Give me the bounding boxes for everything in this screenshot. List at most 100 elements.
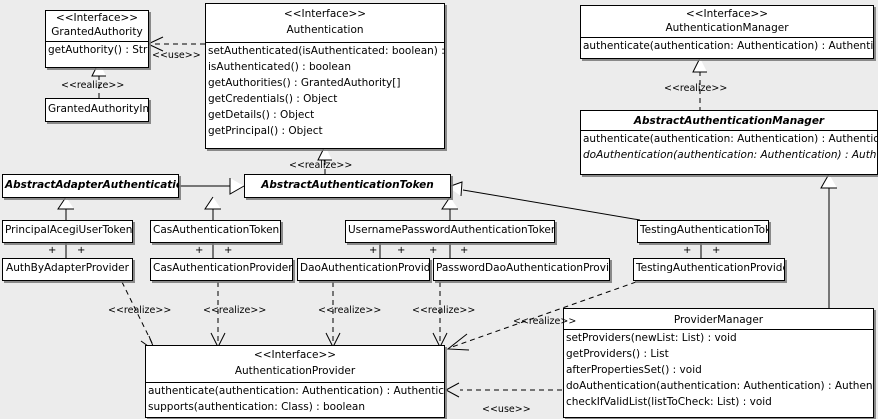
operation: doAuthentication(authentication: Authent…	[566, 380, 874, 392]
class-name: AbstractAuthenticationManager	[633, 115, 825, 127]
association-marker: +	[77, 245, 86, 256]
operation: getCredentials() : Object	[208, 93, 338, 105]
class-header: DaoAuthenticationProvider	[298, 259, 429, 278]
operation: authenticate(authentication: Authenticat…	[583, 133, 878, 145]
stereotype-label: <<Interface>>	[55, 12, 139, 24]
association-marker: +	[195, 245, 204, 256]
edge-label-realize-auth-token: <<realize>>	[289, 160, 353, 171]
edge-label-realize-dao: <<realize>>	[318, 305, 382, 316]
operations-compartment: authenticate(authentication: Authenticat…	[581, 131, 877, 163]
class-name: GrantedAuthority	[51, 26, 143, 38]
stereotype-label: <<Interface>>	[685, 8, 769, 20]
class-header: TestingAuthenticationProvider	[634, 259, 784, 278]
section-divider	[581, 37, 873, 38]
edge-label-realize-cas: <<realize>>	[203, 305, 267, 316]
association-marker: +	[429, 245, 438, 256]
class-header: CasAuthenticationToken	[151, 221, 280, 240]
class-header: CasAuthenticationProvider	[151, 259, 292, 278]
class-auth-by-adapter-provider[interactable]: AuthByAdapterProvider	[2, 258, 133, 281]
operation: setProviders(newList: List) : void	[566, 332, 737, 344]
operation: authenticate(authentication: Authenticat…	[583, 40, 874, 52]
class-header: <<Interface>> AuthenticationProvider	[146, 346, 444, 382]
section-divider	[564, 329, 873, 330]
class-name: AuthByAdapterProvider	[6, 262, 129, 274]
class-name: AbstractAuthenticationToken	[261, 179, 434, 191]
class-cas-authentication-provider[interactable]: CasAuthenticationProvider	[150, 258, 293, 281]
edge-label-use-provider-manager: <<use>>	[482, 404, 531, 415]
class-name: CasAuthenticationToken	[153, 224, 280, 236]
class-header: TestingAuthenticationToken	[638, 221, 768, 240]
class-name: AbstractAdapterAuthenticationToken	[5, 179, 178, 191]
class-header: UsernamePasswordAuthenticationToken	[346, 221, 554, 240]
class-testing-authentication-token[interactable]: TestingAuthenticationToken	[637, 220, 769, 243]
operations-compartment: getAuthority() : String	[46, 42, 148, 58]
association-marker: +	[224, 245, 233, 256]
class-name: DaoAuthenticationProvider	[300, 262, 430, 274]
class-header: AuthByAdapterProvider	[3, 259, 132, 278]
class-header: PasswordDaoAuthenticationProvider	[434, 259, 609, 278]
class-authentication[interactable]: <<Interface>> Authentication setAuthenti…	[205, 3, 445, 149]
operation: afterPropertiesSet() : void	[566, 364, 702, 376]
class-authentication-manager[interactable]: <<Interface>> AuthenticationManager auth…	[580, 5, 874, 59]
operation: getProviders() : List	[566, 348, 669, 360]
operations-compartment: setAuthenticated(isAuthenticated: boolea…	[206, 43, 444, 139]
association-marker: +	[460, 245, 469, 256]
operation: getAuthorities() : GrantedAuthority[]	[208, 77, 401, 89]
class-abstract-authentication-token[interactable]: AbstractAuthenticationToken	[244, 174, 451, 198]
association-marker: +	[48, 245, 57, 256]
class-abstract-adapter-authentication-token[interactable]: AbstractAdapterAuthenticationToken	[2, 174, 179, 198]
edge-label-realize-passworddao: <<realize>>	[412, 305, 476, 316]
section-divider	[46, 41, 148, 42]
section-divider	[146, 382, 444, 383]
class-name: TestingAuthenticationProvider	[636, 262, 785, 274]
association-marker: +	[712, 245, 721, 256]
class-header: <<Interface>> AuthenticationManager	[581, 6, 873, 37]
class-header: <<Interface>> GrantedAuthority	[46, 11, 148, 41]
edge-label-realize-authbyadapter: <<realize>>	[108, 305, 172, 316]
class-dao-authentication-provider[interactable]: DaoAuthenticationProvider	[297, 258, 430, 281]
class-username-password-authentication-token[interactable]: UsernamePasswordAuthenticationToken	[345, 220, 555, 243]
class-name: TestingAuthenticationToken	[640, 224, 768, 236]
operation: isAuthenticated() : boolean	[208, 61, 351, 73]
association-marker: +	[397, 245, 406, 256]
edge-label-realize-granted-impl: <<realize>>	[61, 80, 125, 91]
class-name: PasswordDaoAuthenticationProvider	[436, 262, 610, 274]
class-header: AbstractAuthenticationManager	[581, 111, 877, 130]
operations-compartment: setProviders(newList: List) : void getPr…	[564, 330, 873, 410]
stereotype-label: <<Interface>>	[283, 8, 367, 20]
class-principal-acegi-user-token[interactable]: PrincipalAcegiUserToken	[2, 220, 133, 243]
operation: authenticate(authentication: Authenticat…	[148, 385, 445, 397]
class-cas-authentication-token[interactable]: CasAuthenticationToken	[150, 220, 281, 243]
class-header: PrincipalAcegiUserToken	[3, 221, 132, 240]
edge-label-use-authentication-granted: <<use>>	[152, 50, 201, 61]
section-divider	[206, 42, 444, 43]
association-marker: +	[369, 245, 378, 256]
operations-compartment: authenticate(authentication: Authenticat…	[581, 38, 873, 54]
operation: doAuthentication(authentication: Authent…	[583, 149, 877, 161]
section-divider	[581, 130, 877, 131]
class-abstract-authentication-manager[interactable]: AbstractAuthenticationManager authentica…	[580, 110, 878, 175]
class-name: AuthenticationProvider	[234, 365, 356, 377]
class-granted-authority-impl[interactable]: GrantedAuthorityImpl	[45, 98, 149, 122]
class-password-dao-authentication-provider[interactable]: PasswordDaoAuthenticationProvider	[433, 258, 610, 281]
class-header: AbstractAuthenticationToken	[245, 175, 450, 195]
operation: getDetails() : Object	[208, 109, 315, 121]
class-name: GrantedAuthorityImpl	[48, 103, 148, 115]
class-provider-manager[interactable]: ProviderManager setProviders(newList: Li…	[563, 308, 874, 418]
class-testing-authentication-provider[interactable]: TestingAuthenticationProvider	[633, 258, 785, 281]
class-name: UsernamePasswordAuthenticationToken	[348, 224, 555, 236]
stereotype-label: <<Interface>>	[253, 349, 337, 361]
edge-label-realize-manager: <<realize>>	[664, 83, 728, 94]
class-name: CasAuthenticationProvider	[153, 262, 293, 274]
class-name: AuthenticationManager	[665, 22, 789, 34]
operation: getAuthority() : String	[48, 44, 148, 56]
edge-label-realize-testing: <<realize>>	[513, 316, 577, 327]
class-header: AbstractAdapterAuthenticationToken	[3, 175, 178, 195]
association-marker: +	[683, 245, 692, 256]
class-header: GrantedAuthorityImpl	[46, 99, 148, 119]
class-granted-authority[interactable]: <<Interface>> GrantedAuthority getAuthor…	[45, 10, 149, 68]
class-name: Authentication	[286, 24, 364, 36]
class-authentication-provider[interactable]: <<Interface>> AuthenticationProvider aut…	[145, 345, 445, 418]
